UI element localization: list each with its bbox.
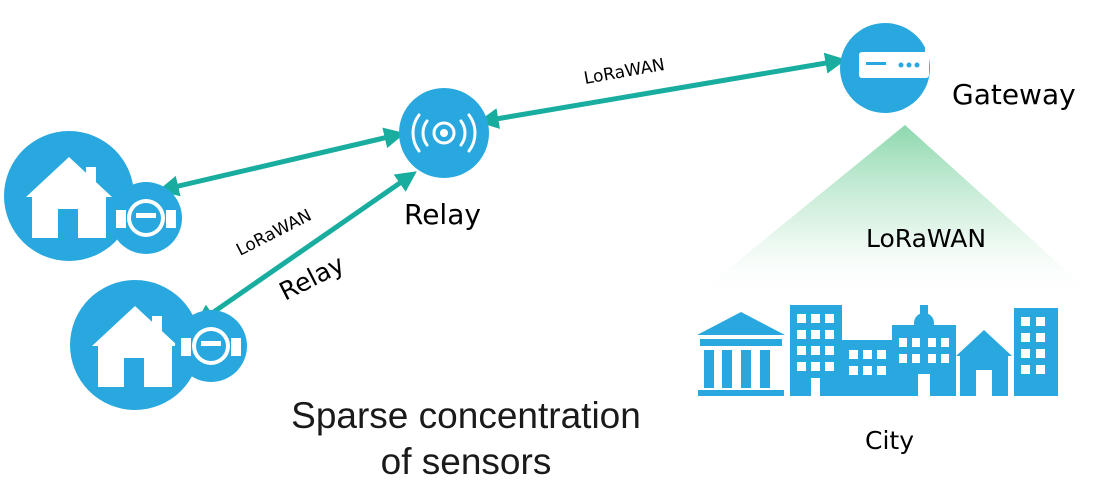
water-meter-icon [181, 327, 241, 365]
relay-node-label: Relay [404, 198, 481, 231]
gateway-label: Gateway [952, 78, 1076, 111]
house-node-1 [4, 131, 182, 261]
wireless-signal-icon [411, 113, 477, 153]
house-icon [26, 157, 112, 238]
link-label-top: LoRaWAN [582, 55, 666, 89]
router-icon [859, 28, 929, 78]
cone-label: LoRaWAN [866, 224, 986, 253]
caption-line-1: Sparse concentration [291, 395, 641, 436]
link-house2-relay [194, 171, 417, 326]
link-house1-relay [157, 127, 406, 197]
house-node-2 [70, 280, 247, 410]
link-label-relay: Relay [275, 249, 350, 306]
link-relay-gateway [477, 52, 847, 129]
house-icon [92, 306, 178, 387]
gateway-node [840, 23, 930, 113]
coverage-cone [690, 125, 1099, 300]
caption-line-2: of sensors [381, 441, 552, 482]
relay-node [399, 88, 489, 178]
water-meter-icon [116, 199, 176, 237]
city-windows [797, 314, 1045, 396]
city-label: City [865, 426, 914, 455]
